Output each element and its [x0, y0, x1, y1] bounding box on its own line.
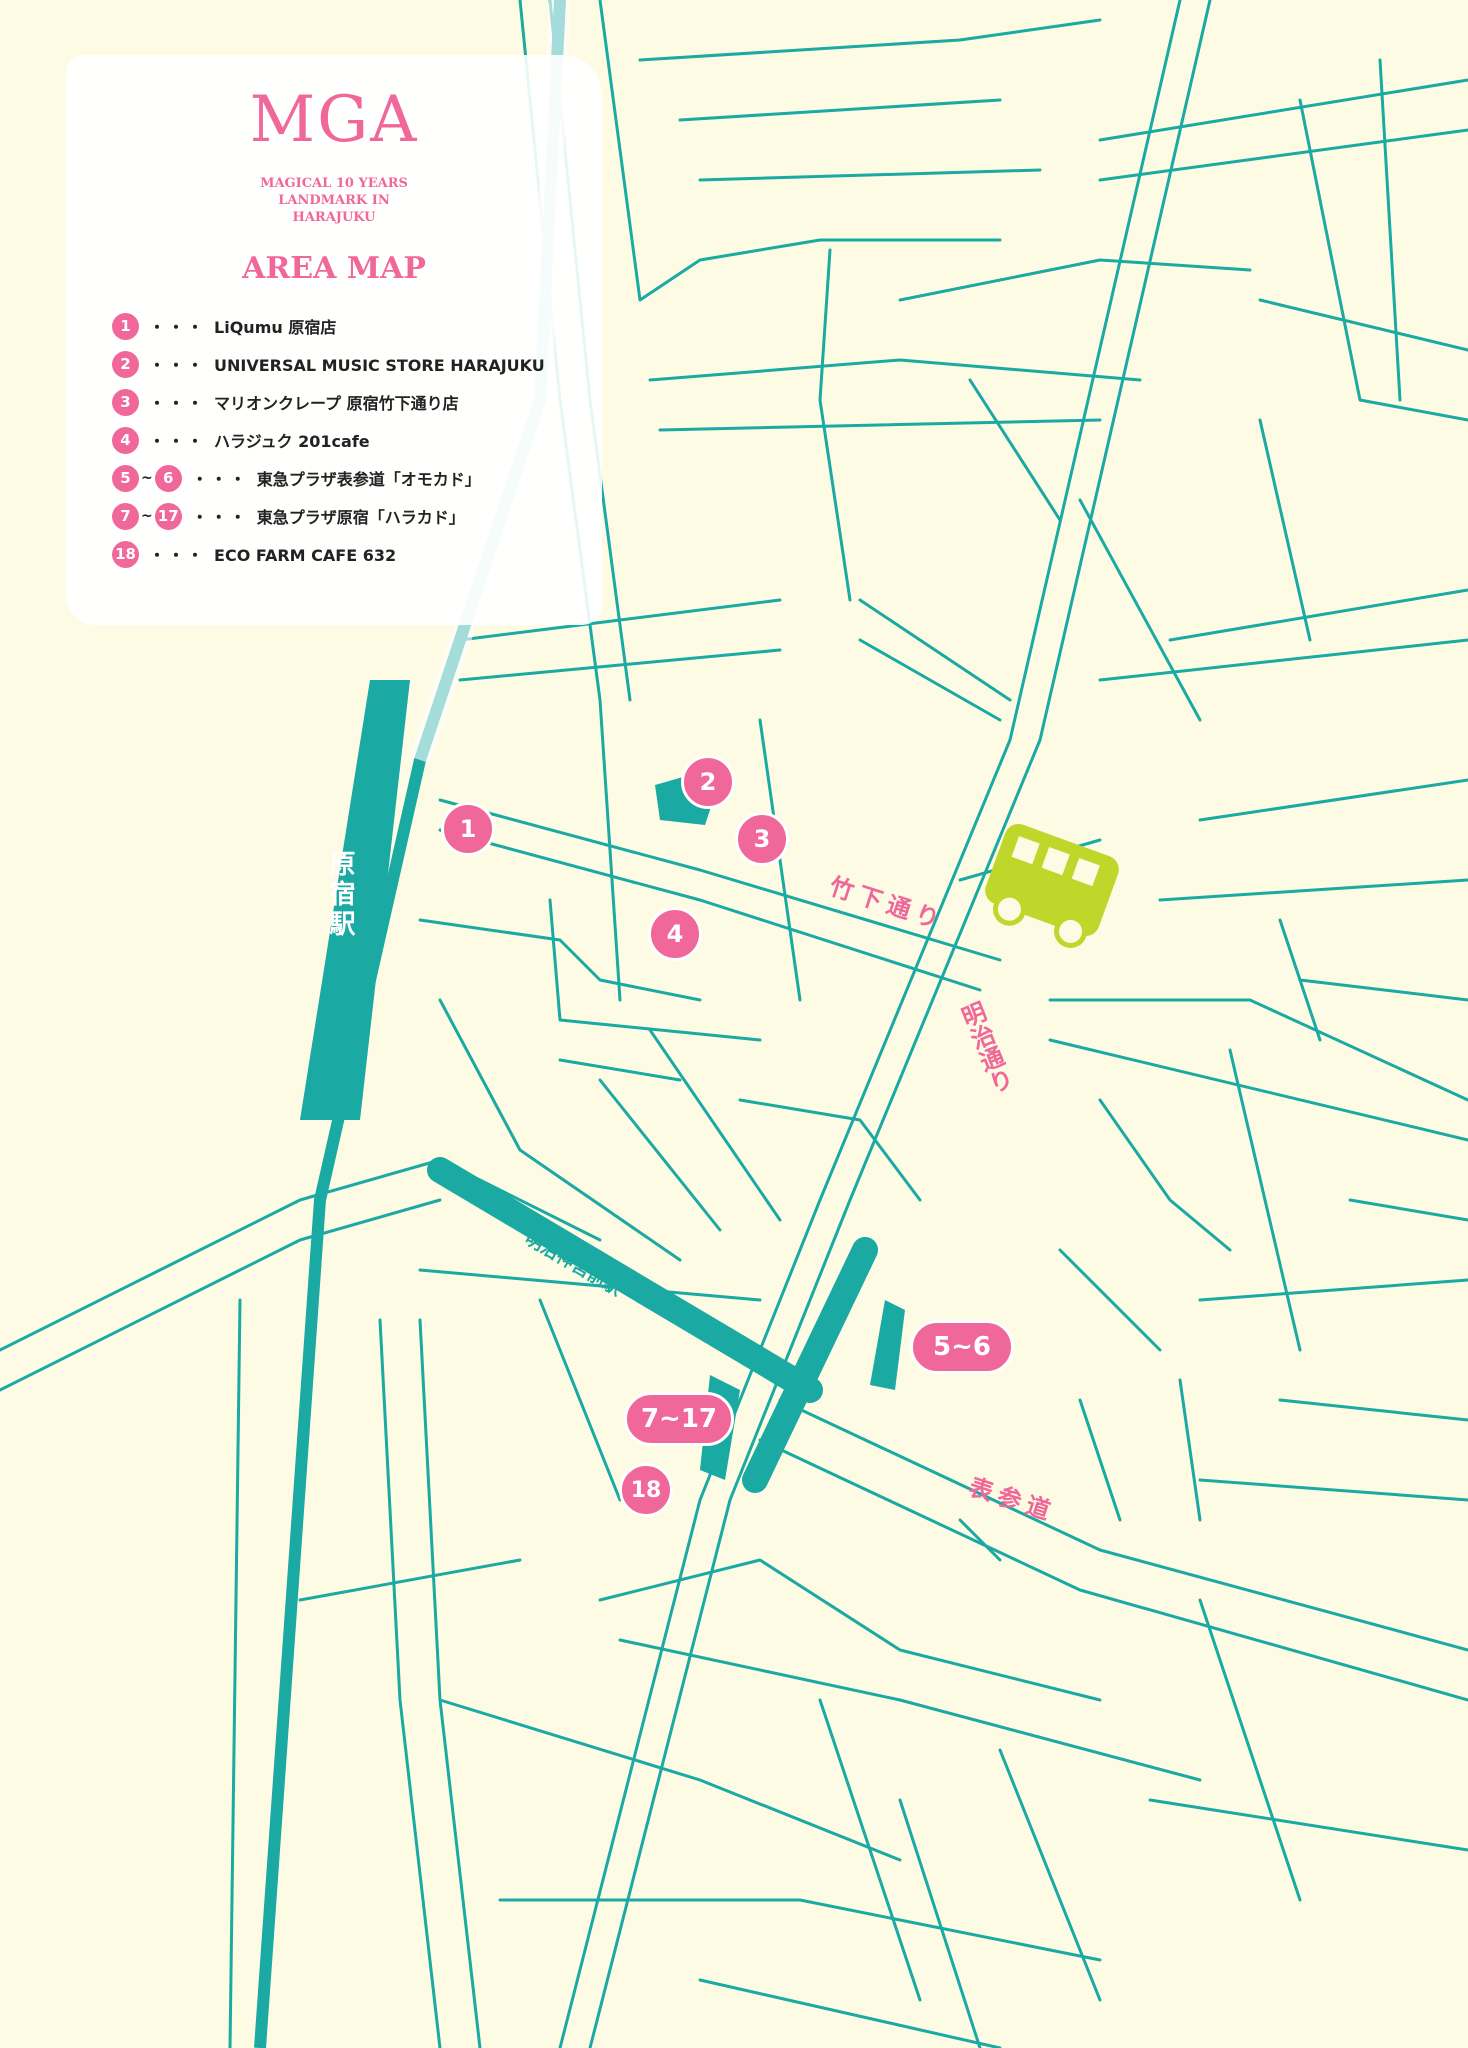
legend-label: ・・・東急プラザ表参道「オモカド」 — [191, 470, 481, 489]
legend-dots: ・・・ — [149, 394, 207, 413]
legend-item: 1 ・・・LiQumu 原宿店 — [112, 307, 545, 345]
legend-item: 5~6 ・・・東急プラザ表参道「オモカド」 — [112, 459, 545, 497]
legend-range-sep: ~ — [141, 508, 153, 524]
legend-label: ・・・ECO FARM CAFE 632 — [149, 546, 397, 565]
marker-2[interactable]: 2 — [681, 755, 735, 809]
legend-range-sep: ~ — [141, 470, 153, 486]
marker-7-17[interactable]: 7~17 — [624, 1392, 734, 1446]
legend-item: 7~17 ・・・東急プラザ原宿「ハラカド」 — [112, 497, 545, 535]
legend-item: 2 ・・・UNIVERSAL MUSIC STORE HARAJUKU — [112, 345, 545, 383]
area-map-title: AREA MAP — [242, 251, 426, 286]
marker-3[interactable]: 3 — [735, 812, 789, 866]
meijijingumae-platform-2 — [742, 1237, 878, 1493]
legend-pin: 4 — [112, 426, 139, 454]
legend-item: 4 ・・・ハラジュク 201cafe — [112, 421, 545, 459]
legend-pin: 18 — [112, 540, 139, 568]
legend-dots: ・・・ — [149, 356, 207, 375]
harajuku-station-block — [300, 680, 410, 1120]
legend-item: 18 ・・・ECO FARM CAFE 632 — [112, 535, 545, 573]
legend-panel: MGA MAGICAL 10 YEARS LANDMARK IN HARAJUK… — [66, 55, 602, 625]
marker-4[interactable]: 4 — [648, 907, 702, 961]
legend-item: 3 ・・・マリオンクレープ 原宿竹下通り店 — [112, 383, 545, 421]
legend-pin: 17 — [154, 502, 182, 530]
marker-18[interactable]: 18 — [619, 1463, 673, 1517]
legend-dots: ・・・ — [191, 508, 249, 527]
legend-dots: ・・・ — [149, 432, 207, 451]
legend-pin: 5 — [112, 464, 139, 492]
legend-pin: 6 — [154, 464, 182, 492]
legend-dots: ・・・ — [149, 318, 207, 337]
building-omokado — [870, 1300, 905, 1390]
legend-pin: 3 — [112, 388, 139, 416]
bus-icon — [985, 823, 1119, 948]
logo-subtitle: MAGICAL 10 YEARS LANDMARK IN HARAJUKU — [260, 176, 408, 225]
legend-label: ・・・LiQumu 原宿店 — [149, 318, 337, 337]
legend-pin: 2 — [112, 350, 139, 378]
legend-dots: ・・・ — [149, 546, 207, 565]
legend-pin: 1 — [112, 312, 139, 340]
marker-1[interactable]: 1 — [441, 802, 495, 856]
logo-title: MGA — [249, 83, 419, 157]
legend-label: ・・・ハラジュク 201cafe — [149, 432, 370, 451]
legend-pin: 7 — [112, 502, 139, 530]
harajuku-station-label: 原宿駅 — [325, 850, 355, 940]
marker-5-6[interactable]: 5~6 — [910, 1320, 1014, 1374]
meijijingumae-platform-1 — [427, 1157, 823, 1403]
legend-dots: ・・・ — [191, 470, 249, 489]
legend-label: ・・・マリオンクレープ 原宿竹下通り店 — [149, 394, 459, 413]
legend-label: ・・・UNIVERSAL MUSIC STORE HARAJUKU — [149, 356, 545, 375]
legend-list: 1 ・・・LiQumu 原宿店 2 ・・・UNIVERSAL MUSIC STORE … — [112, 307, 545, 573]
legend-label: ・・・東急プラザ原宿「ハラカド」 — [191, 508, 465, 527]
